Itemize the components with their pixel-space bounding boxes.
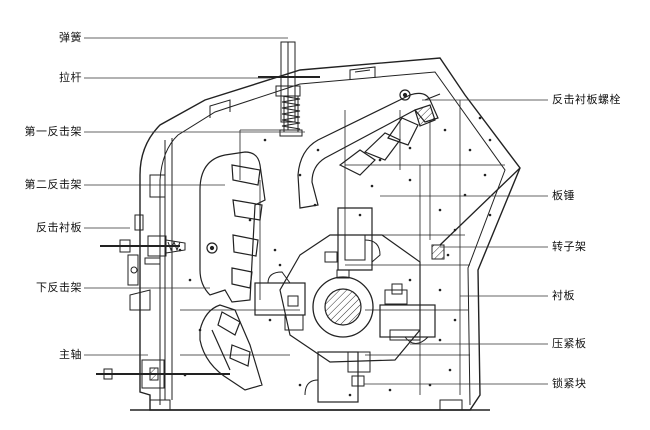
lower-impact-rack	[199, 304, 263, 391]
spring-assembly	[258, 41, 320, 137]
label-second-impact-rack: 第二反击架	[24, 178, 82, 191]
second-impact-rack	[199, 151, 266, 303]
label-first-impact-rack: 第一反击架	[24, 125, 82, 138]
label-liner-plate: 衬板	[552, 289, 575, 302]
label-main-shaft: 主轴	[59, 348, 82, 361]
left-wall-details	[127, 174, 166, 311]
rotor	[254, 207, 436, 403]
rotor-frame-block	[431, 167, 521, 260]
label-blow-bar: 板锤	[552, 189, 575, 202]
leader-lines	[84, 37, 548, 385]
label-impact-liner: 反击衬板	[36, 221, 82, 234]
label-locking-block: 锁紧块	[552, 377, 587, 390]
main-shaft-bolt	[96, 359, 230, 389]
label-clamp-plate: 压紧板	[552, 337, 587, 350]
blow-bar-right	[379, 289, 436, 344]
impact-liner-bolt	[100, 235, 186, 265]
crusher-housing	[130, 57, 521, 411]
label-lower-impact-rack: 下反击架	[36, 281, 82, 294]
label-tie-rod: 拉杆	[59, 71, 82, 84]
label-rotor-frame: 转子架	[552, 240, 587, 253]
label-liner-bolt: 反击衬板螺栓	[552, 93, 621, 106]
right-liner-grid	[180, 100, 505, 395]
first-impact-rack	[297, 89, 441, 209]
blow-bar-top	[337, 207, 381, 271]
blow-bar-bottom	[304, 351, 371, 403]
label-spring: 弹簧	[59, 31, 82, 44]
blow-bar-left	[254, 271, 306, 331]
